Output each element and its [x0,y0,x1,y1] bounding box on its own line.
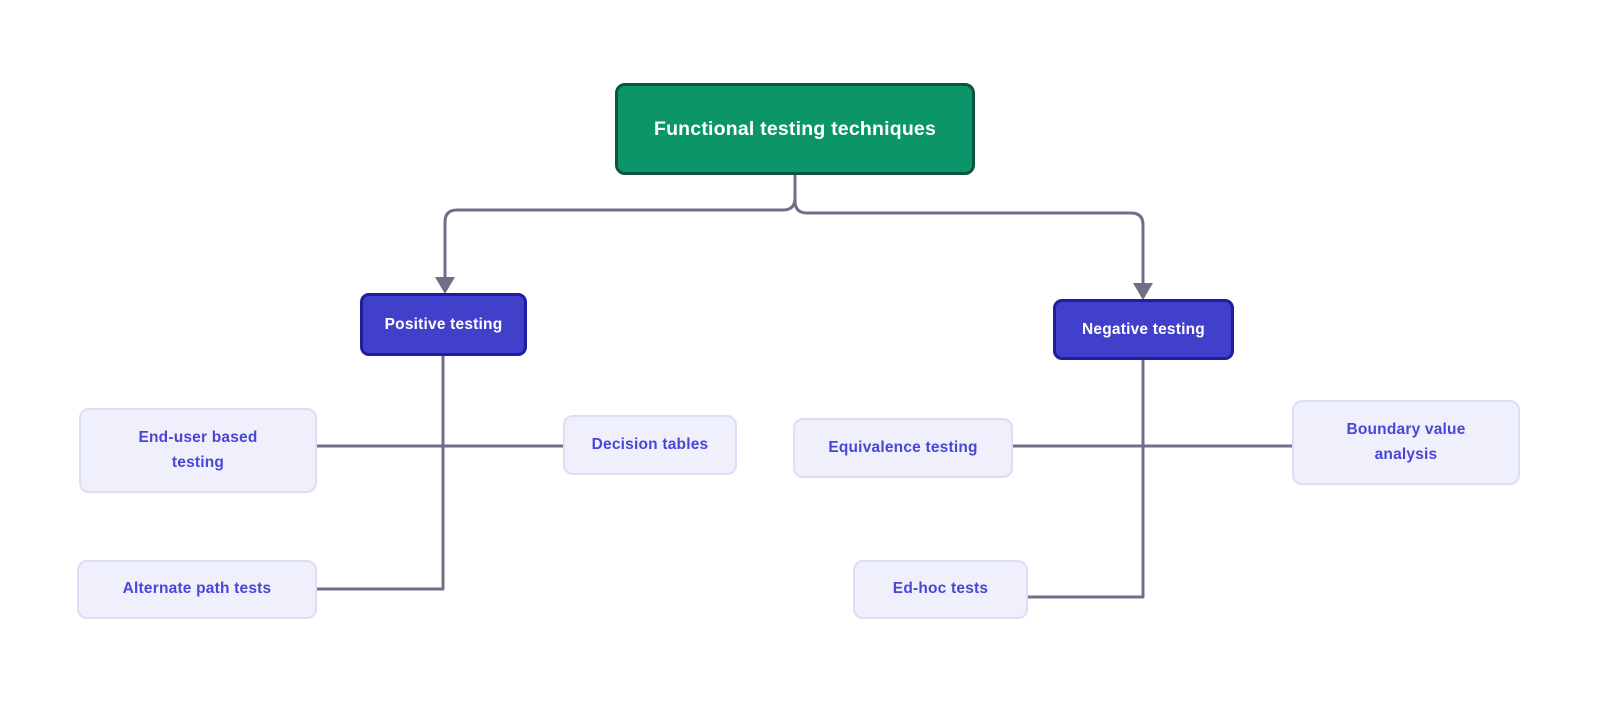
arrowhead-negative [1133,283,1153,300]
edge-negative-to-ed-hoc [1028,360,1145,599]
edge-positive-to-alternate [317,356,445,591]
node-ed-hoc-tests: Ed-hoc tests [853,560,1028,619]
node-label: Boundary value analysis [1346,421,1466,463]
node-functional-testing-techniques: Functional testing techniques [615,83,975,175]
node-alternate-path-tests: Alternate path tests [77,560,317,619]
node-label: Positive testing [384,315,503,333]
edge-root-to-positive [443,175,797,279]
node-positive-testing: Positive testing [360,293,527,356]
node-label: End-user based testing [138,429,258,471]
node-end-user-based-testing: End-user based testing [79,408,317,493]
node-label: Negative testing [1082,320,1205,338]
node-label: Alternate path tests [122,580,272,598]
node-decision-tables: Decision tables [563,415,737,475]
node-label: Decision tables [591,435,709,453]
node-label: Functional testing techniques [653,117,937,140]
node-label: Ed-hoc tests [892,580,989,598]
edge-root-to-negative [793,175,1145,285]
node-boundary-value-analysis: Boundary value analysis [1292,400,1520,485]
node-equivalence-testing: Equivalence testing [793,418,1013,478]
arrowhead-positive [435,277,455,294]
node-negative-testing: Negative testing [1053,299,1234,360]
node-label: Equivalence testing [828,438,978,456]
